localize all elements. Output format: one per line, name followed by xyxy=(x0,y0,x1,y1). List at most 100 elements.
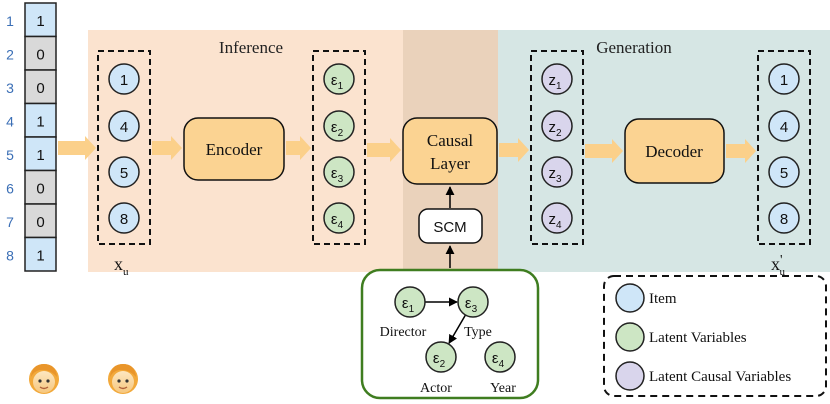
input-label: xu xyxy=(114,254,129,278)
output-label: x'u xyxy=(771,253,786,278)
latent-variable-node xyxy=(323,63,355,95)
user-avatar-icon xyxy=(108,364,138,394)
graph-node-label: Type xyxy=(464,325,492,340)
input-items: 1 4 5 8 xyxy=(108,63,140,234)
graph-node xyxy=(457,286,489,318)
vector-cell xyxy=(24,2,57,38)
causal-variable-node-label: z1 xyxy=(548,72,562,92)
flow-arrow xyxy=(367,138,401,162)
graph-node-symbol: ε4 xyxy=(492,350,505,370)
graph-node-label: Year xyxy=(490,381,516,396)
latent-variable-node-label: ε2 xyxy=(331,119,344,139)
flow-arrow xyxy=(58,136,96,160)
graph-node-symbol: ε3 xyxy=(465,295,478,315)
causal-variable-node-label: z3 xyxy=(548,165,562,185)
output-item-node xyxy=(768,156,800,188)
latent-causal-variables: z1 z2 z3 z4 xyxy=(541,63,573,234)
legend-label: Latent Variables xyxy=(649,330,747,346)
flow-arrow xyxy=(585,139,623,163)
encoder-label: Encoder xyxy=(206,140,263,159)
vector-index: 1 xyxy=(6,13,14,29)
legend-swatch xyxy=(615,361,645,391)
latent-variable-node xyxy=(323,156,355,188)
causal-layer-label: Causal xyxy=(427,131,474,150)
output-item-node xyxy=(768,202,800,234)
vector-index: 7 xyxy=(6,214,14,230)
causal-variable-node xyxy=(541,110,573,142)
vector-value: 1 xyxy=(36,13,44,30)
graph-node xyxy=(425,341,457,373)
legend-label: Item xyxy=(649,291,677,307)
flow-arrow xyxy=(726,139,756,163)
scm-box xyxy=(418,208,483,244)
user-avatar-icon xyxy=(29,364,59,394)
input-item-node xyxy=(108,156,140,188)
graph-node xyxy=(394,286,426,318)
latent-variable-node-label: ε3 xyxy=(331,165,344,185)
vector-index: 5 xyxy=(6,147,14,163)
vector-value: 0 xyxy=(36,180,44,197)
latent-variable-node-label: ε1 xyxy=(331,72,344,92)
legend-box xyxy=(603,275,827,397)
vector-cell xyxy=(24,236,57,272)
graph-node xyxy=(484,341,516,373)
vector-value: 0 xyxy=(36,80,44,97)
causal-variable-node-label: z2 xyxy=(548,119,562,139)
latent-variable-node xyxy=(323,202,355,234)
vector-value: 1 xyxy=(36,113,44,130)
graph-node-label: Director xyxy=(380,325,427,340)
vector-index: 4 xyxy=(6,113,14,129)
vector-index: 6 xyxy=(6,180,14,196)
vector-index: 8 xyxy=(6,247,14,263)
scm-label: SCM xyxy=(433,219,466,236)
input-item-node xyxy=(108,63,140,95)
vector-value: 0 xyxy=(36,46,44,63)
input-item-node-label: 8 xyxy=(120,211,128,228)
graph-node-symbol: ε2 xyxy=(433,350,446,370)
output-item-node-label: 8 xyxy=(780,211,788,228)
output-item-node-label: 4 xyxy=(780,119,788,136)
latent-variable-node xyxy=(323,110,355,142)
vector-value: 1 xyxy=(36,247,44,264)
flow-arrow xyxy=(499,138,529,162)
input-item-node xyxy=(108,202,140,234)
causal-variable-node-label: z4 xyxy=(548,211,562,231)
legend-swatch xyxy=(615,283,645,313)
flow-arrow xyxy=(286,136,311,160)
legend-label: Latent Causal Variables xyxy=(649,369,791,385)
input-item-node-label: 1 xyxy=(120,72,128,89)
output-item-node-label: 1 xyxy=(780,72,788,89)
decoder-label: Decoder xyxy=(645,142,703,161)
output-item-node xyxy=(768,110,800,142)
causal-variable-node xyxy=(541,156,573,188)
decoder-block xyxy=(624,118,725,184)
input-item-node-label: 4 xyxy=(120,119,128,136)
generation-title: Generation xyxy=(596,38,672,57)
vector-value: 1 xyxy=(36,147,44,164)
input-item-node-label: 5 xyxy=(120,165,128,182)
vector-index: 2 xyxy=(6,46,14,62)
causal-variables-box xyxy=(530,50,584,245)
inference-title: Inference xyxy=(219,38,283,57)
input-item-node xyxy=(108,110,140,142)
graph-node-label: Actor xyxy=(420,381,452,396)
flow-arrow xyxy=(152,136,182,160)
output-item-node-label: 5 xyxy=(780,165,788,182)
causal-variable-node xyxy=(541,202,573,234)
output-items-box xyxy=(757,50,811,245)
latent-variables-box xyxy=(312,50,366,245)
graph-node-symbol: ε1 xyxy=(402,295,415,315)
flow-arrows xyxy=(58,136,756,163)
encoder-block xyxy=(183,117,285,181)
output-items: 1 4 5 8 xyxy=(768,63,800,234)
causal-variable-node xyxy=(541,63,573,95)
input-items-box xyxy=(97,50,151,245)
output-item-node xyxy=(768,63,800,95)
causal-edge xyxy=(448,314,467,344)
causal-layer-block xyxy=(402,117,498,185)
